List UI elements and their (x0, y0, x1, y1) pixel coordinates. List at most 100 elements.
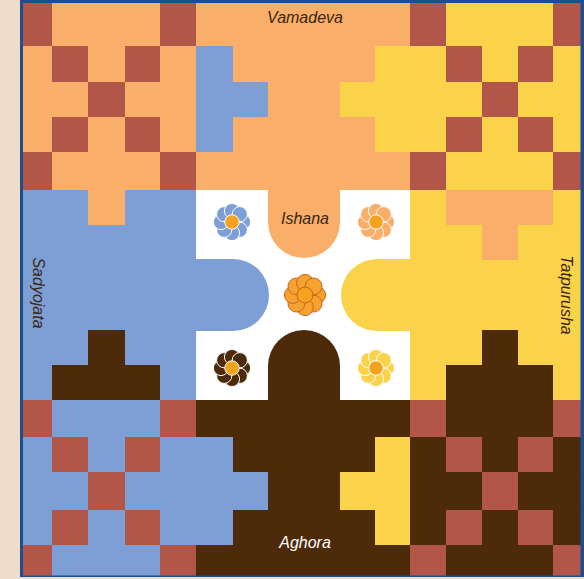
grid-cell (446, 330, 483, 366)
grid-cell (23, 3, 53, 47)
grid-cell (553, 3, 581, 47)
grid-cell (52, 330, 89, 366)
grid-cell (375, 510, 411, 546)
grid-cell (482, 437, 519, 473)
tongue-shape (196, 259, 269, 331)
grid-cell (518, 400, 554, 438)
grid-cell (304, 437, 341, 473)
grid-cell (23, 510, 53, 546)
grid-cell (160, 152, 197, 191)
grid-cell (23, 472, 53, 511)
grid-cell (125, 365, 161, 401)
grid-cell (304, 117, 341, 153)
grid-cell (482, 260, 519, 296)
grid-cell (482, 330, 519, 366)
grid-cell (340, 117, 376, 153)
flower (284, 274, 325, 315)
grid-cell (233, 400, 269, 438)
grid-cell (553, 400, 581, 438)
grid-cell (446, 46, 483, 83)
grid-cell (88, 472, 126, 511)
grid-cell (446, 510, 483, 546)
grid-cell (52, 295, 89, 331)
grid-cell (340, 3, 376, 47)
grid-cell (88, 117, 126, 153)
grid-cell (233, 82, 269, 118)
grid-cell (52, 82, 89, 118)
grid-cell (446, 260, 483, 296)
grid-cell (518, 260, 554, 296)
flower-center (225, 215, 239, 229)
grid-cell (88, 295, 126, 331)
grid-cell (518, 330, 554, 366)
grid-cell (196, 152, 234, 191)
flower-center (369, 361, 383, 375)
grid-cell (160, 82, 197, 118)
grid-cell (23, 152, 53, 191)
grid-cell (52, 190, 89, 226)
grid-cell (23, 82, 53, 118)
grid-cell (553, 330, 581, 366)
grid-cell (88, 365, 126, 401)
grid-cell (482, 3, 519, 47)
grid-cell (268, 472, 305, 511)
region-label: Tatpurusha (556, 255, 575, 334)
grid-cell (160, 3, 197, 47)
grid-cell (553, 82, 581, 118)
grid-cell (340, 400, 376, 438)
grid-cell (233, 437, 269, 473)
grid-cell (23, 437, 53, 473)
grid-cell (23, 400, 53, 438)
grid-cell (482, 82, 519, 118)
grid-cell (340, 545, 376, 576)
grid-cell (553, 225, 581, 261)
grid-cell (446, 152, 483, 191)
grid-cell (233, 117, 269, 153)
grid-cells (23, 3, 581, 576)
grid-cell (88, 225, 126, 261)
grid-cell (23, 117, 53, 153)
grid-cell (553, 190, 581, 226)
grid-cell (340, 152, 376, 191)
grid-cell (375, 46, 411, 83)
grid-cell (482, 117, 519, 153)
grid-cell (518, 82, 554, 118)
grid-cell (125, 510, 161, 546)
grid-cell (375, 117, 411, 153)
grid-cell (52, 225, 89, 261)
grid-cell (160, 225, 197, 261)
grid-cell (88, 82, 126, 118)
grid-cell (88, 190, 126, 226)
grid-cell (125, 295, 161, 331)
grid-cell (482, 295, 519, 331)
grid-cell (340, 82, 376, 118)
flower (357, 349, 394, 386)
grid-cell (52, 46, 89, 83)
grid-cell (375, 437, 411, 473)
grid-cell (196, 545, 234, 576)
grid-cell (375, 3, 411, 47)
grid-cell (196, 400, 234, 438)
grid-cell (304, 472, 341, 511)
grid-cell (340, 472, 376, 511)
grid-cell (160, 545, 197, 576)
grid-cell (410, 46, 447, 83)
grid-cell (518, 152, 554, 191)
grid-cell (52, 152, 89, 191)
grid-cell (553, 365, 581, 401)
grid-cell (125, 437, 161, 473)
grid-cell (160, 365, 197, 401)
grid-cell (125, 400, 161, 438)
grid-cell (340, 46, 376, 83)
grid-cell (553, 46, 581, 83)
grid-cell (375, 472, 411, 511)
grid-cell (553, 510, 581, 546)
grid-cell (446, 117, 483, 153)
grid-cell (518, 510, 554, 546)
grid-cell (268, 437, 305, 473)
grid-cell (553, 437, 581, 473)
grid-cell (340, 510, 376, 546)
grid-cell (410, 365, 447, 401)
grid-cell (125, 545, 161, 576)
